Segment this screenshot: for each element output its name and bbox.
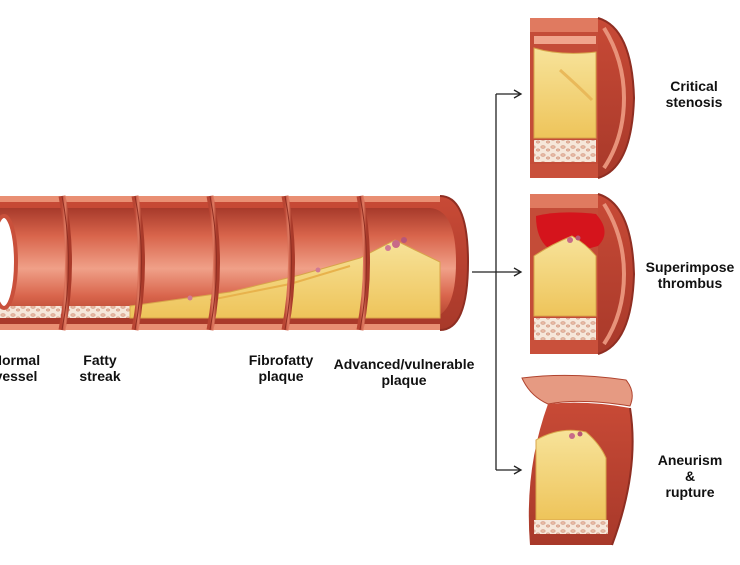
progression-vessel xyxy=(0,195,470,331)
label-aneurism-rupture: Aneurism & rupture xyxy=(657,452,723,500)
thrombus-section xyxy=(530,193,636,355)
label-fibrofatty-plaque: Fibrofatty plaque xyxy=(248,352,314,384)
label-normal-vessel: Normal vessel xyxy=(0,352,41,384)
aneurysm-section xyxy=(521,374,634,546)
label-fatty-streak: Fatty streak xyxy=(79,352,121,384)
label-critical-stenosis: Critical stenosis xyxy=(665,78,723,110)
label-advanced-plaque: Advanced/vulnerable plaque xyxy=(333,356,475,388)
label-superimpose-thrombus: Superimpose thrombus xyxy=(645,259,735,291)
stenosis-section xyxy=(530,17,636,179)
branch-arrows xyxy=(472,89,523,475)
